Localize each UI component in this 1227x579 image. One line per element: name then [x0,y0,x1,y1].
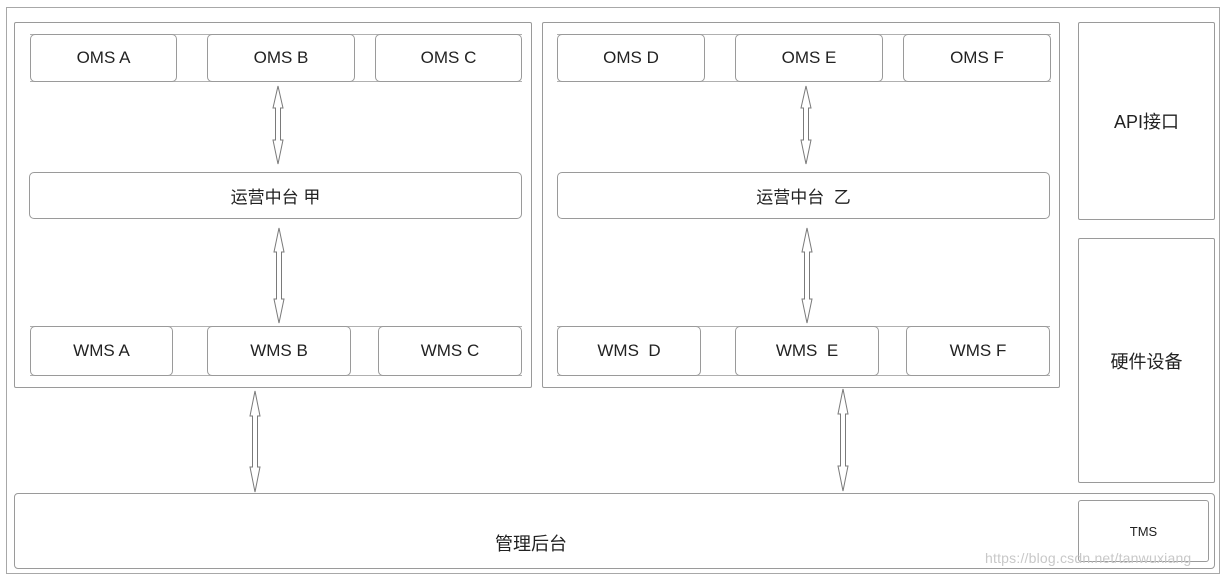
hardware-devices-box[interactable]: 硬件设备 [1078,238,1215,483]
oms-f-box[interactable]: OMS F [903,34,1051,82]
wms-a-box[interactable]: WMS A [30,326,173,376]
management-backend-box[interactable]: 管理后台 [14,493,1215,569]
oms-d-box[interactable]: OMS D [557,34,705,82]
watermark-text: https://blog.csdn.net/tanwuxiang [985,550,1192,566]
middle-platform-b-box[interactable]: 运营中台 乙 [557,172,1050,219]
oms-b-box[interactable]: OMS B [207,34,355,82]
middle-platform-a-box[interactable]: 运营中台 甲 [29,172,522,219]
oms-a-box[interactable]: OMS A [30,34,177,82]
tms-box[interactable]: TMS [1078,500,1209,562]
wms-c-box[interactable]: WMS C [378,326,522,376]
wms-b-box[interactable]: WMS B [207,326,351,376]
management-backend-label: 管理后台 [495,534,567,554]
oms-c-box[interactable]: OMS C [375,34,522,82]
wms-d-box[interactable]: WMS D [557,326,701,376]
wms-e-box[interactable]: WMS E [735,326,879,376]
api-interface-box[interactable]: API接口 [1078,22,1215,220]
oms-e-box[interactable]: OMS E [735,34,883,82]
wms-f-box[interactable]: WMS F [906,326,1050,376]
